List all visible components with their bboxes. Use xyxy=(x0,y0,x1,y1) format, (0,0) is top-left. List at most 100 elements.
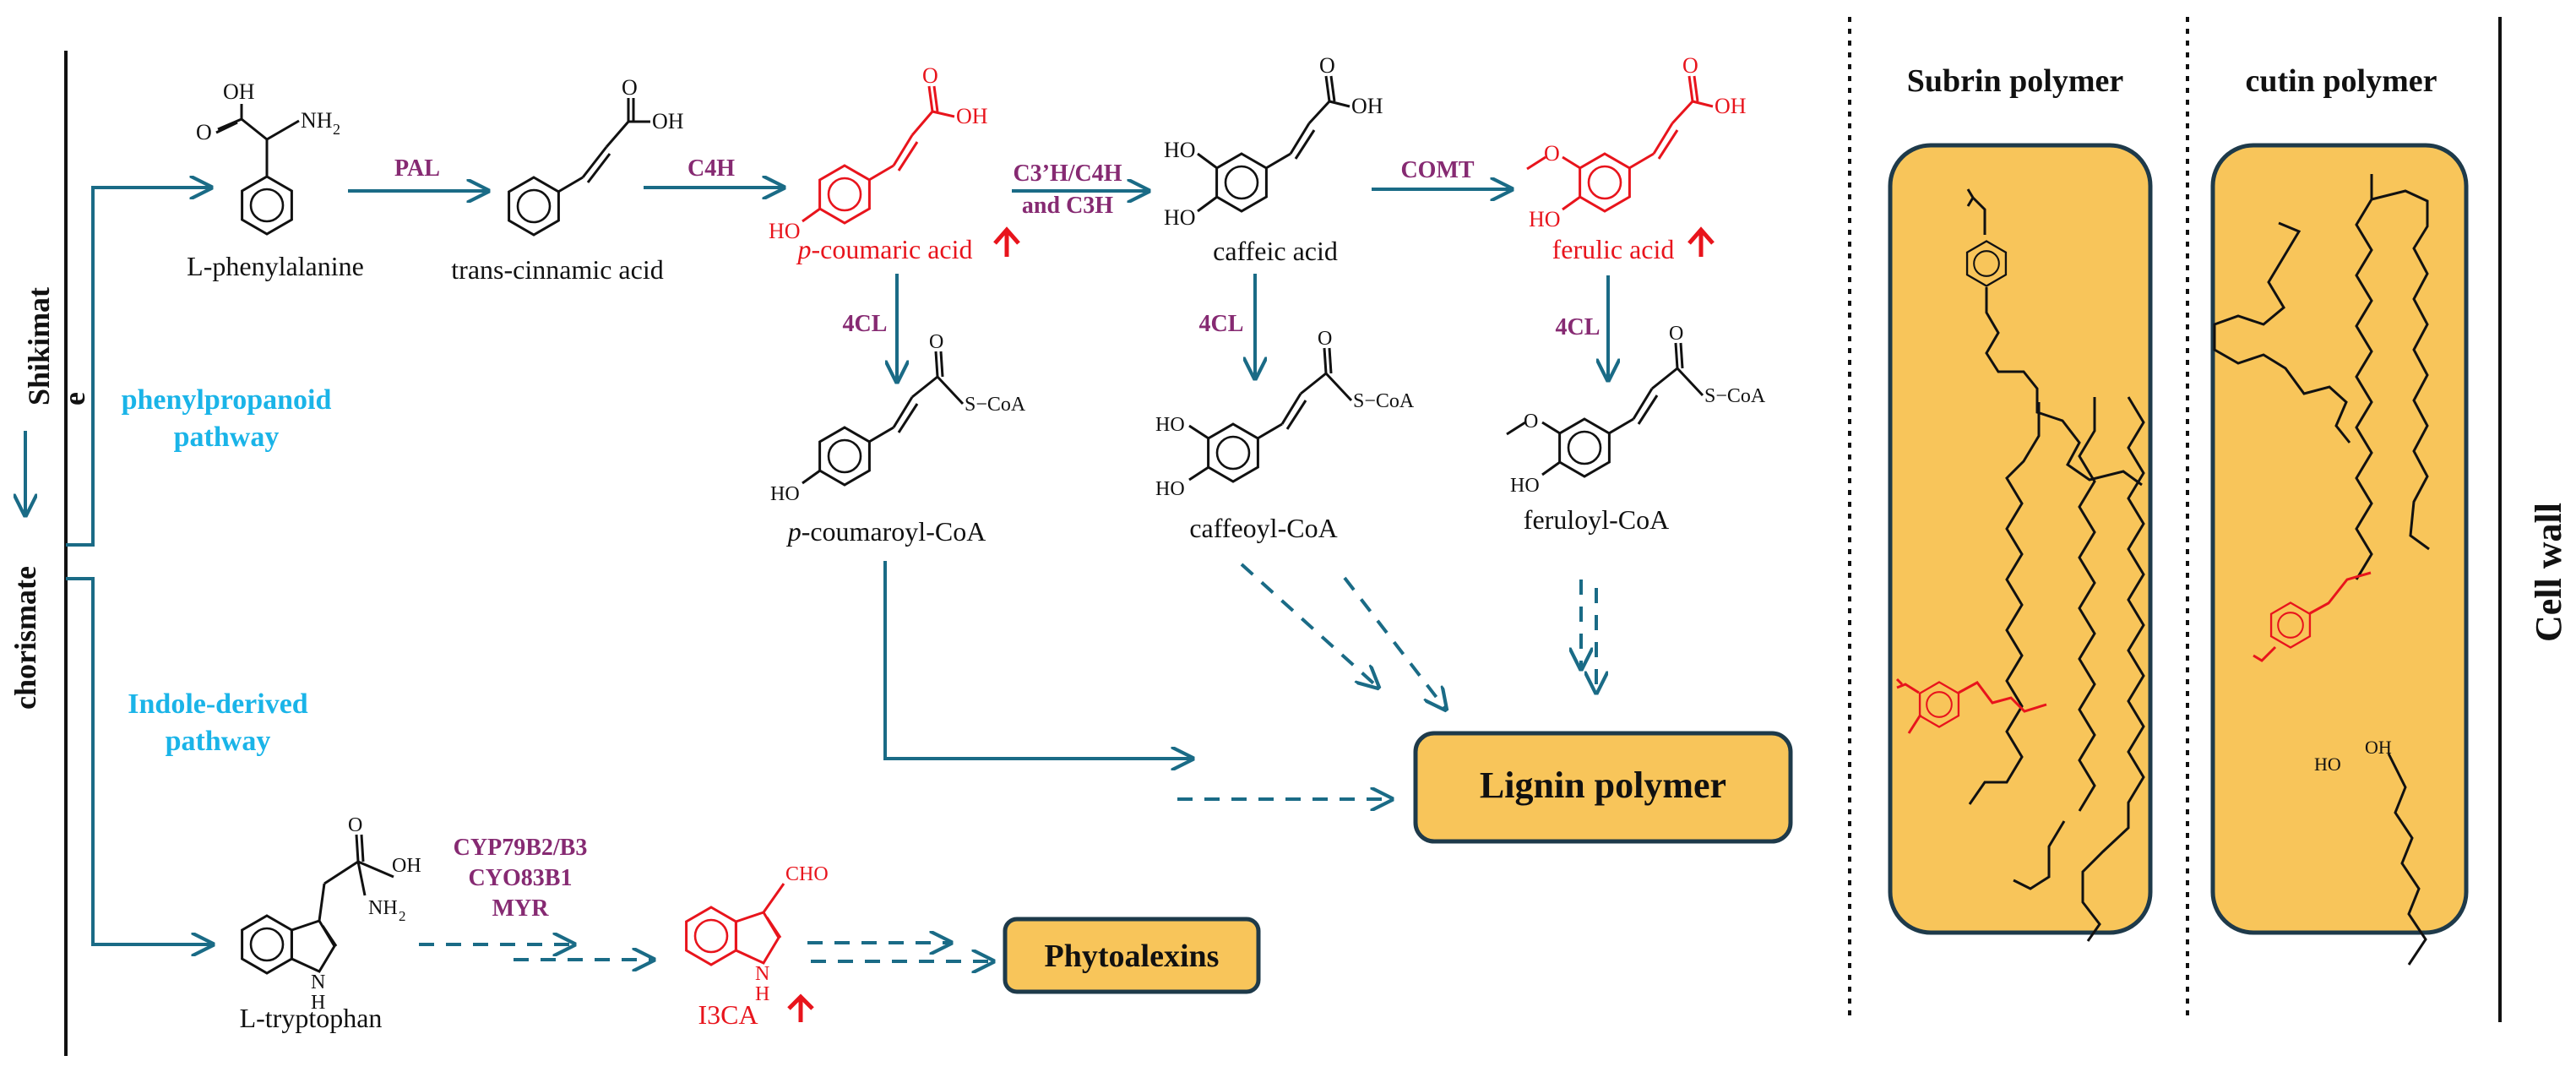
lignin-label: Lignin polymer xyxy=(1480,765,1726,806)
coumaric-label-p: p xyxy=(796,234,812,264)
cou-ho: HO xyxy=(769,219,801,243)
indole-label: Indole-derived xyxy=(128,688,308,720)
enzyme-cyp-3: MYR xyxy=(492,895,550,922)
fer-o: O xyxy=(1682,53,1698,78)
enzyme-c3h-2: and C3H xyxy=(1022,193,1113,219)
cou-oh: OH xyxy=(956,104,988,128)
up-arrow-coumaric xyxy=(993,226,1020,257)
enzyme-pal: PAL xyxy=(394,155,440,182)
enzyme-4cl-1: 4CL xyxy=(843,311,888,337)
fer-ho: HO xyxy=(1529,207,1561,231)
frc-o-methoxy: O xyxy=(1524,411,1538,433)
frc-scoa: S−CoA xyxy=(1704,385,1766,407)
coumaroyl-coa-structure: HO O S−CoA xyxy=(770,331,1026,505)
fer-oh: OH xyxy=(1715,94,1747,118)
feruloyl-coa-label: feruloyl-CoA xyxy=(1524,504,1669,535)
phenylalanine-label: L-phenylalanine xyxy=(187,251,364,281)
caffeoyl-coa-structure: HO HO O S−CoA xyxy=(1155,328,1415,500)
i3ca-label: I3CA xyxy=(698,999,758,1030)
enzyme-cyp-1: CYP79B2/B3 xyxy=(454,835,588,861)
cou-o: O xyxy=(922,63,938,88)
suberin-structure xyxy=(1965,188,2145,942)
fer-o-methoxy: O xyxy=(1544,141,1560,166)
trp-n: N xyxy=(311,971,325,993)
enzyme-4cl-2: 4CL xyxy=(1199,311,1244,337)
coumaroyl-coa-label: p-coumaroyl-CoA xyxy=(786,516,986,547)
chorismate-label: chorismate xyxy=(8,566,42,710)
suberin-box xyxy=(1888,143,2153,942)
cinnamic-label: trans-cinnamic acid xyxy=(451,254,663,285)
lignin-box: Lignin polymer xyxy=(1413,731,1793,844)
coumaroyl-label-p: p xyxy=(786,516,802,547)
trp-h: H xyxy=(311,992,325,1014)
tryptophan-label: L-tryptophan xyxy=(240,1003,383,1033)
branch-lines xyxy=(66,188,213,944)
cco-o: O xyxy=(929,331,943,353)
phytoalexins-label: Phytoalexins xyxy=(1045,939,1220,974)
shikimate-text: Shikimat xyxy=(22,287,56,405)
cfc-ho-2: HO xyxy=(1155,478,1185,500)
caffeic-label: caffeic acid xyxy=(1213,236,1338,266)
dashed-arrows-lignin xyxy=(1177,563,1596,799)
coumaric-label: p-coumaric acid xyxy=(796,234,973,264)
caffeic-structure: HO HO O OH xyxy=(1164,53,1383,230)
enzyme-c3h: C3’H/C4H xyxy=(1013,161,1122,187)
phe-o: O xyxy=(196,120,212,144)
trp-nh: NH xyxy=(368,897,398,919)
coumaric-structure: HO O OH xyxy=(769,63,988,243)
enzyme-cyp-2: CYO83B1 xyxy=(469,865,573,891)
i3ca-n: N xyxy=(755,963,769,985)
suberin-ferulate-red xyxy=(1895,677,2047,734)
enzyme-comt: COMT xyxy=(1400,157,1474,183)
cutin-oh: OH xyxy=(2365,737,2392,758)
cutin-ho: HO xyxy=(2314,754,2341,775)
ferulic-label: ferulic acid xyxy=(1552,234,1675,264)
trp-nh-sub: 2 xyxy=(399,908,406,924)
phenylpropanoid-label: phenylpropanoid xyxy=(122,384,332,416)
cin-o: O xyxy=(622,75,638,100)
cin-oh: OH xyxy=(652,109,684,133)
up-arrow-i3ca xyxy=(787,993,814,1022)
cutin-box: HO OH xyxy=(2210,143,2469,966)
cinnamic-structure: O OH xyxy=(508,75,684,237)
enzyme-4cl-3: 4CL xyxy=(1556,314,1600,340)
suberin-title: Subrin polymer xyxy=(1907,63,2124,99)
dashed-arrows-indole xyxy=(419,943,993,961)
indole-label-2: pathway xyxy=(166,726,271,757)
frc-o: O xyxy=(1669,323,1683,345)
caf-o: O xyxy=(1319,53,1335,78)
up-arrow-ferulic xyxy=(1687,226,1715,257)
cfc-ho-1: HO xyxy=(1155,414,1185,436)
cutin-coumarate-red xyxy=(2253,571,2372,662)
phenylpropanoid-label-2: pathway xyxy=(174,422,280,453)
shikimate-label: Shikimat e xyxy=(22,287,91,405)
shikimate-text-2: e xyxy=(57,392,91,405)
cell-wall-label: Cell wall xyxy=(2528,503,2569,642)
trp-oh: OH xyxy=(392,855,421,877)
caffeoyl-coa-label: caffeoyl-CoA xyxy=(1189,513,1337,543)
cfc-scoa: S−CoA xyxy=(1353,390,1415,412)
panel-dividers xyxy=(1848,17,2502,1022)
ferulic-structure: O HO O OH xyxy=(1526,53,1747,231)
phe-nh-sub: 2 xyxy=(333,121,340,138)
caf-oh: OH xyxy=(1351,94,1383,118)
i3ca-h: H xyxy=(755,983,769,1005)
coumaric-label-rest: -coumaric acid xyxy=(812,234,973,264)
caf-ho-2: HO xyxy=(1164,205,1196,230)
feruloyl-coa-structure: O HO O S−CoA xyxy=(1506,323,1766,497)
cutin-title: cutin polymer xyxy=(2246,63,2437,99)
i3ca-cho: CHO xyxy=(785,863,829,885)
caf-ho-1: HO xyxy=(1164,138,1196,162)
cyp-enzymes: CYP79B2/B3 CYO83B1 MYR xyxy=(454,835,588,922)
trp-o: O xyxy=(348,814,362,836)
frc-ho: HO xyxy=(1510,475,1540,497)
phe-nh: NH xyxy=(301,108,333,133)
pathway-labels: phenylpropanoid pathway Indole-derived p… xyxy=(122,384,332,757)
cfc-o: O xyxy=(1318,328,1332,350)
arrow-coumaroyl-to-lignin xyxy=(883,561,1193,759)
phe-oh: OH xyxy=(223,79,255,104)
cco-scoa: S−CoA xyxy=(965,394,1026,416)
cutin-structure xyxy=(2213,174,2430,966)
phenylalanine-structure: OH O NH 2 xyxy=(196,79,340,236)
